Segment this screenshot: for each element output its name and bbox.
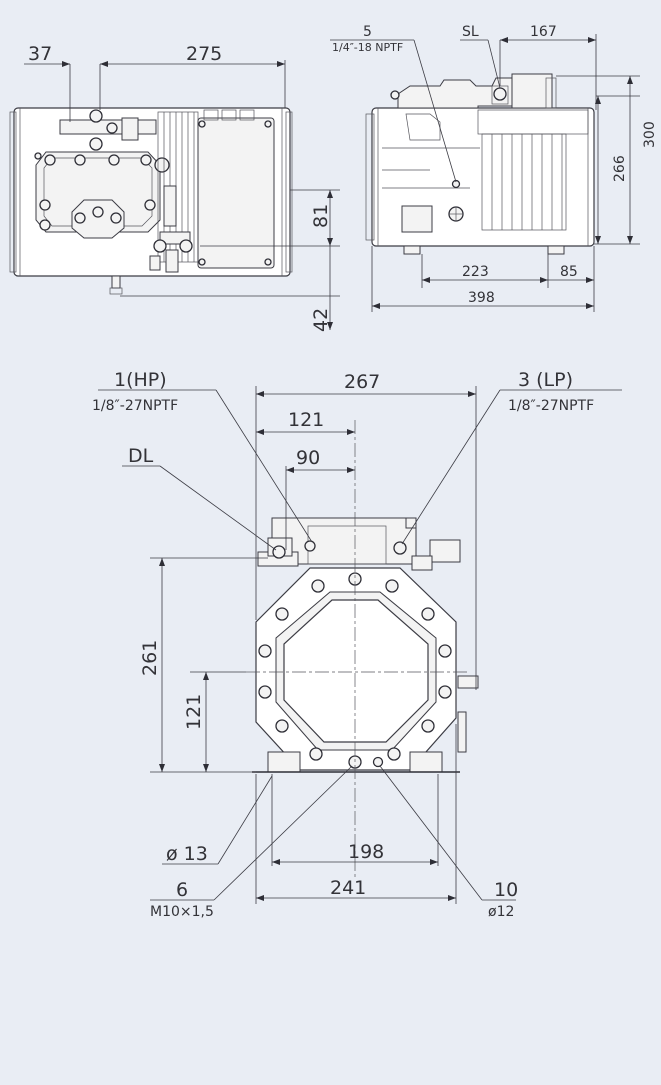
dim-275: 275: [186, 43, 222, 65]
port-10: [372, 756, 384, 768]
label-5: 5: [363, 24, 372, 40]
label-lp-thread: 1/8″-27NPTF: [508, 398, 594, 414]
label-hp: 1(HP): [114, 369, 167, 391]
label-6-thread: M10×1,5: [150, 904, 214, 920]
label-5-thread: 1/4″-18 NPTF: [332, 41, 403, 54]
side-view-right: [330, 34, 640, 312]
dim-85: 85: [560, 264, 578, 280]
dim-121-left: 121: [183, 694, 205, 730]
inner-cover: [283, 599, 429, 743]
dim-267: 267: [344, 371, 380, 393]
port-5: [451, 179, 461, 189]
dim-241: 241: [330, 877, 366, 899]
label-10: 10: [494, 879, 518, 901]
dim-398: 398: [468, 290, 495, 306]
label-lp: 3 (LP): [518, 369, 573, 391]
label-dia-13: ø 13: [166, 843, 208, 865]
dim-42: 42: [310, 308, 332, 332]
dl-port: [272, 545, 286, 559]
dim-81: 81: [310, 204, 332, 228]
dim-266: 266: [612, 155, 628, 182]
motor-box: [197, 117, 275, 269]
dim-198: 198: [348, 841, 384, 863]
label-dl: DL: [128, 445, 154, 467]
cooling-fins-right: [481, 133, 567, 231]
sl-port: [493, 87, 507, 101]
dim-90: 90: [296, 447, 320, 469]
dim-300: 300: [642, 121, 658, 148]
hp-port: [304, 540, 316, 552]
dim-261: 261: [139, 640, 161, 676]
label-6: 6: [176, 879, 188, 901]
lp-port: [393, 541, 407, 555]
dim-121-top: 121: [288, 409, 324, 431]
label-10-dia: ø12: [488, 904, 514, 920]
front-view: [98, 386, 622, 904]
top-view-left: [9, 60, 340, 330]
dim-37: 37: [28, 43, 52, 65]
valve-cover: [35, 151, 161, 233]
label-hp-thread: 1/8″-27NPTF: [92, 398, 178, 414]
dim-223: 223: [462, 264, 489, 280]
dim-167: 167: [530, 24, 557, 40]
label-sl: SL: [462, 24, 479, 40]
